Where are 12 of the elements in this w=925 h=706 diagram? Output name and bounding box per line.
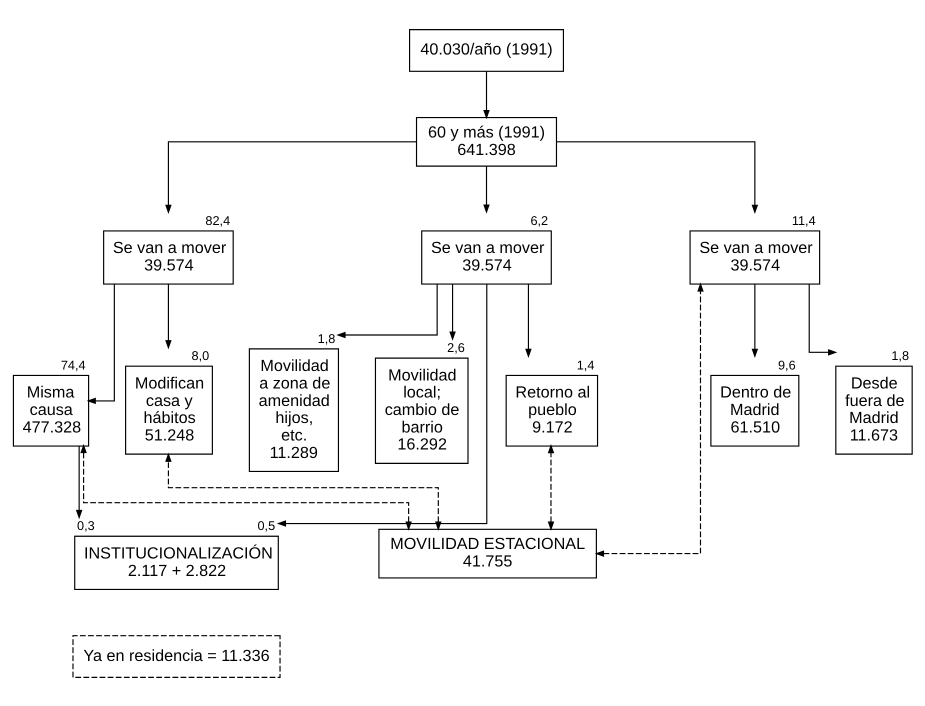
node-label: 9,6 <box>778 356 796 372</box>
node-label: 1,4 <box>576 356 594 372</box>
node-label: 82,4 <box>205 212 230 228</box>
node-label: 0,3 <box>77 518 95 533</box>
node-label: 2,6 <box>447 340 465 355</box>
node-label: 1,8 <box>318 330 336 346</box>
node-label: 8,0 <box>192 348 210 363</box>
node-label: 0,5 <box>257 518 276 533</box>
node-label: 6,2 <box>530 212 548 228</box>
node-label: 11,4 <box>792 212 816 228</box>
node-label: 74,4 <box>60 356 86 372</box>
node-label: 1,8 <box>891 348 910 363</box>
